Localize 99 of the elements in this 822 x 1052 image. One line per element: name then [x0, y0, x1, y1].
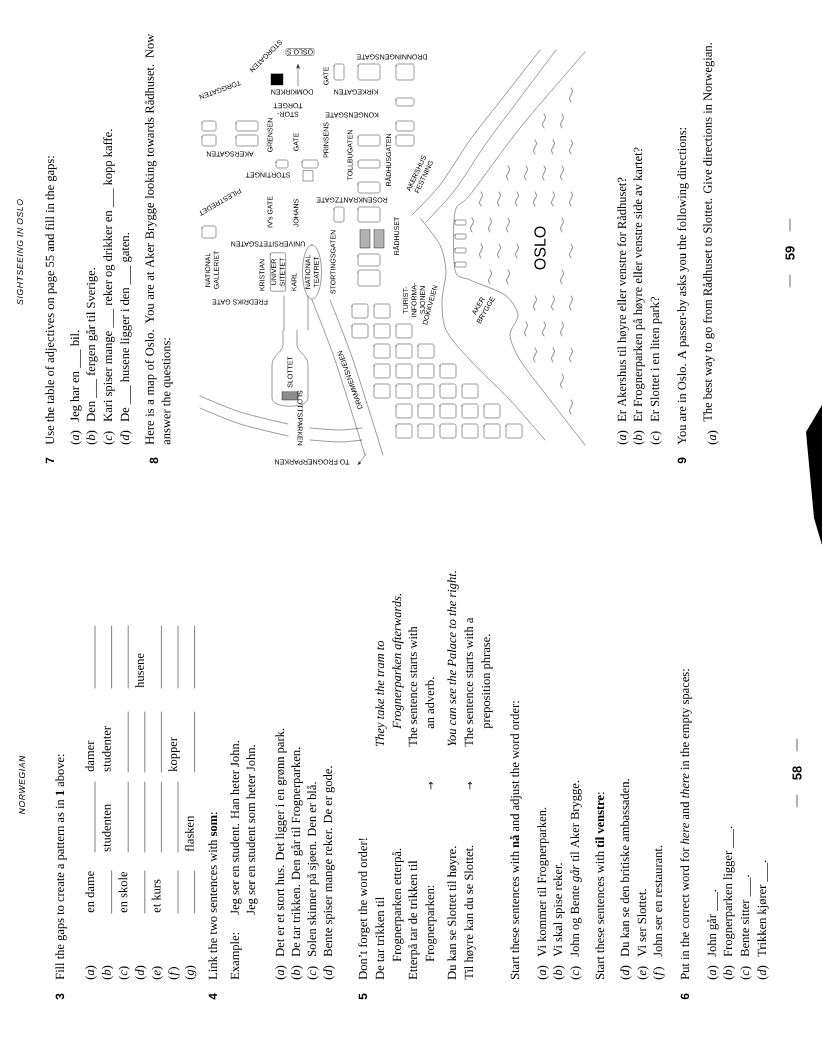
- text-line: (b): [291, 965, 303, 980]
- text-line: (c): [307, 966, 319, 980]
- text-line: (b): [86, 430, 98, 445]
- paragraph: Here is a map of Oslo. You are at Aker Brygge looking towards Rådhuset. Now answer the questions:: [144, 33, 173, 445]
- text-line: You are in Oslo. A passer-by asks you the following directions:: [677, 127, 689, 445]
- text-line: Link the two sentences with som:: [208, 812, 218, 980]
- text-line: The sentence starts with: [408, 626, 418, 747]
- item-letter: (g): [184, 965, 197, 980]
- text-line: John og Bente går til Aker Brygge.: [569, 780, 582, 957]
- text-line: Det er et stort hus. Det ligger i en grønn park.: [275, 728, 287, 957]
- text-line: Put in the correct word for here and there in the empty spaces:: [680, 669, 692, 980]
- text-line: Du kan se den britiske ambassaden.: [620, 779, 630, 957]
- text-line: (a): [275, 965, 287, 980]
- table-word: damer: [85, 740, 95, 772]
- text-line: Frognerparken ligger ___.: [723, 826, 735, 957]
- table-word: kopper: [168, 737, 180, 772]
- text-line: Start these sentences with nå and adjust the word order:: [509, 701, 522, 979]
- text-line: Bente sitter ___.: [740, 875, 751, 957]
- exercise-number: 4: [208, 993, 217, 1000]
- map-label: OSLO: [534, 226, 546, 270]
- item-letter: (f): [168, 967, 180, 980]
- text-line: Don’t forget the word order!: [358, 838, 370, 980]
- table-word: en skole: [118, 871, 128, 913]
- text-line: Bente spiser mange reker. De er gode.: [323, 766, 335, 957]
- text-line: (d): [757, 965, 769, 980]
- text-line: Fill the gaps to create a pattern as in 1 above:: [55, 754, 67, 980]
- text-line: Etterpå tar de trikken til: [407, 860, 420, 980]
- text-line: (e): [637, 966, 649, 980]
- item-letter: (e): [151, 966, 164, 980]
- exercise-number: 7: [45, 457, 54, 464]
- table-word: studenter: [101, 726, 111, 772]
- text-line: Example:: [230, 932, 242, 980]
- text-line: (d): [120, 430, 132, 445]
- text-line: (c): [650, 431, 662, 445]
- exercise-number: 9: [677, 457, 687, 464]
- text-line: Solen skinner på sjøen. Den er blå.: [306, 782, 319, 956]
- text-line: Frognerparken:: [425, 885, 437, 962]
- text-line: John går ___.: [706, 889, 719, 957]
- item-letter: (b): [101, 965, 114, 980]
- translation-text: Frognerparken afterwards.: [392, 594, 404, 729]
- table-word: studenten: [101, 804, 111, 852]
- table-word: husene: [135, 653, 144, 688]
- translation-text: You can see the Palace to the right.: [447, 571, 459, 747]
- table-word: flasken: [184, 815, 194, 852]
- item-letter: (a): [85, 965, 97, 980]
- text-line: (f): [653, 967, 665, 980]
- page-number: 59: [785, 246, 795, 260]
- item-letter: (d): [135, 965, 147, 980]
- text-line: (d): [323, 965, 335, 980]
- text-line: Er Frognerparken på høyre eller venstre side av kartet?: [632, 147, 645, 422]
- text-line: Til høyre kan du se Slottet.: [464, 845, 476, 980]
- page-number: 58: [792, 766, 802, 780]
- text-line: Er Akershus til høyre eller venstre for Rådhuset?: [616, 177, 629, 422]
- text-line: an adverb.: [425, 677, 435, 729]
- arrow-symbol: →: [428, 781, 433, 790]
- text-line: Start these sentences with til venstre:: [595, 792, 605, 979]
- text-line: (b): [723, 965, 735, 980]
- text-line: De tar trikken. Den går til Frognerparken.: [290, 747, 303, 957]
- text-line: Er Slottet i en liten park?: [650, 296, 662, 422]
- exercise-number: 3: [55, 993, 65, 1000]
- text-line: De tar trikken til: [375, 897, 385, 980]
- text-line: Jeg ser en student som heter John.: [246, 745, 258, 915]
- exercise-number: 8: [149, 457, 159, 464]
- text-line: Kari spiser mange ___ reker og drikker en ___ kopp kaffe.: [103, 129, 115, 422]
- exercise-number: 6: [680, 993, 690, 1000]
- translation-text: They take the tram to: [375, 640, 387, 746]
- text-line: (d): [620, 965, 632, 980]
- running-head: SIGHTSEEING IN OSLO: [17, 199, 23, 305]
- text-line: Trikken kjører ___.: [757, 860, 769, 957]
- text-line: (a): [70, 430, 82, 445]
- text-line: (b): [633, 430, 645, 445]
- table-word: en dame: [85, 871, 95, 913]
- text-line: De ___ husene ligger i den ___ gaten.: [120, 233, 132, 422]
- text-line: The sentence starts with a: [464, 617, 474, 747]
- paragraph: The best way to go from Rådhuset to Slottet. Give directions in Norwegian.: [702, 43, 715, 422]
- text-line: (a): [537, 965, 549, 980]
- text-line: (a): [617, 430, 629, 445]
- text-line: Vi skal spise reker.: [553, 863, 565, 957]
- text-line: Vi kommer til Frognerparken.: [537, 807, 549, 957]
- item-letter: (c): [118, 966, 130, 980]
- text-line: (c): [103, 431, 115, 445]
- text-line: Du kan se Slottet til høyre.: [447, 846, 459, 980]
- text-line: (a): [707, 430, 719, 445]
- text-line: (a): [707, 965, 719, 980]
- table-word: et kurs: [151, 879, 161, 913]
- text-line: Frognerparken etterpå.: [391, 848, 404, 962]
- text-line: Jeg ser en student. Han heter John.: [230, 741, 242, 915]
- arrow-symbol: →: [467, 781, 472, 790]
- text-line: Vi ser Slottet.: [637, 889, 647, 957]
- text-line: Jeg har en ___ bil.: [70, 330, 82, 422]
- text-line: (b): [553, 965, 565, 980]
- text-line: Use the table of adjectives on page 55 and fill in the gaps:: [45, 156, 57, 445]
- exercise-number: 5: [358, 993, 368, 1000]
- text-line: Den ___ fergen går til Sverige.: [85, 268, 98, 422]
- text-line: John ser en restaurant.: [653, 845, 663, 957]
- running-head: NORWEGIAN: [19, 755, 25, 815]
- text-line: (c): [570, 966, 582, 980]
- text-line: (c): [740, 966, 752, 980]
- text-line: preposition phrase.: [481, 634, 493, 729]
